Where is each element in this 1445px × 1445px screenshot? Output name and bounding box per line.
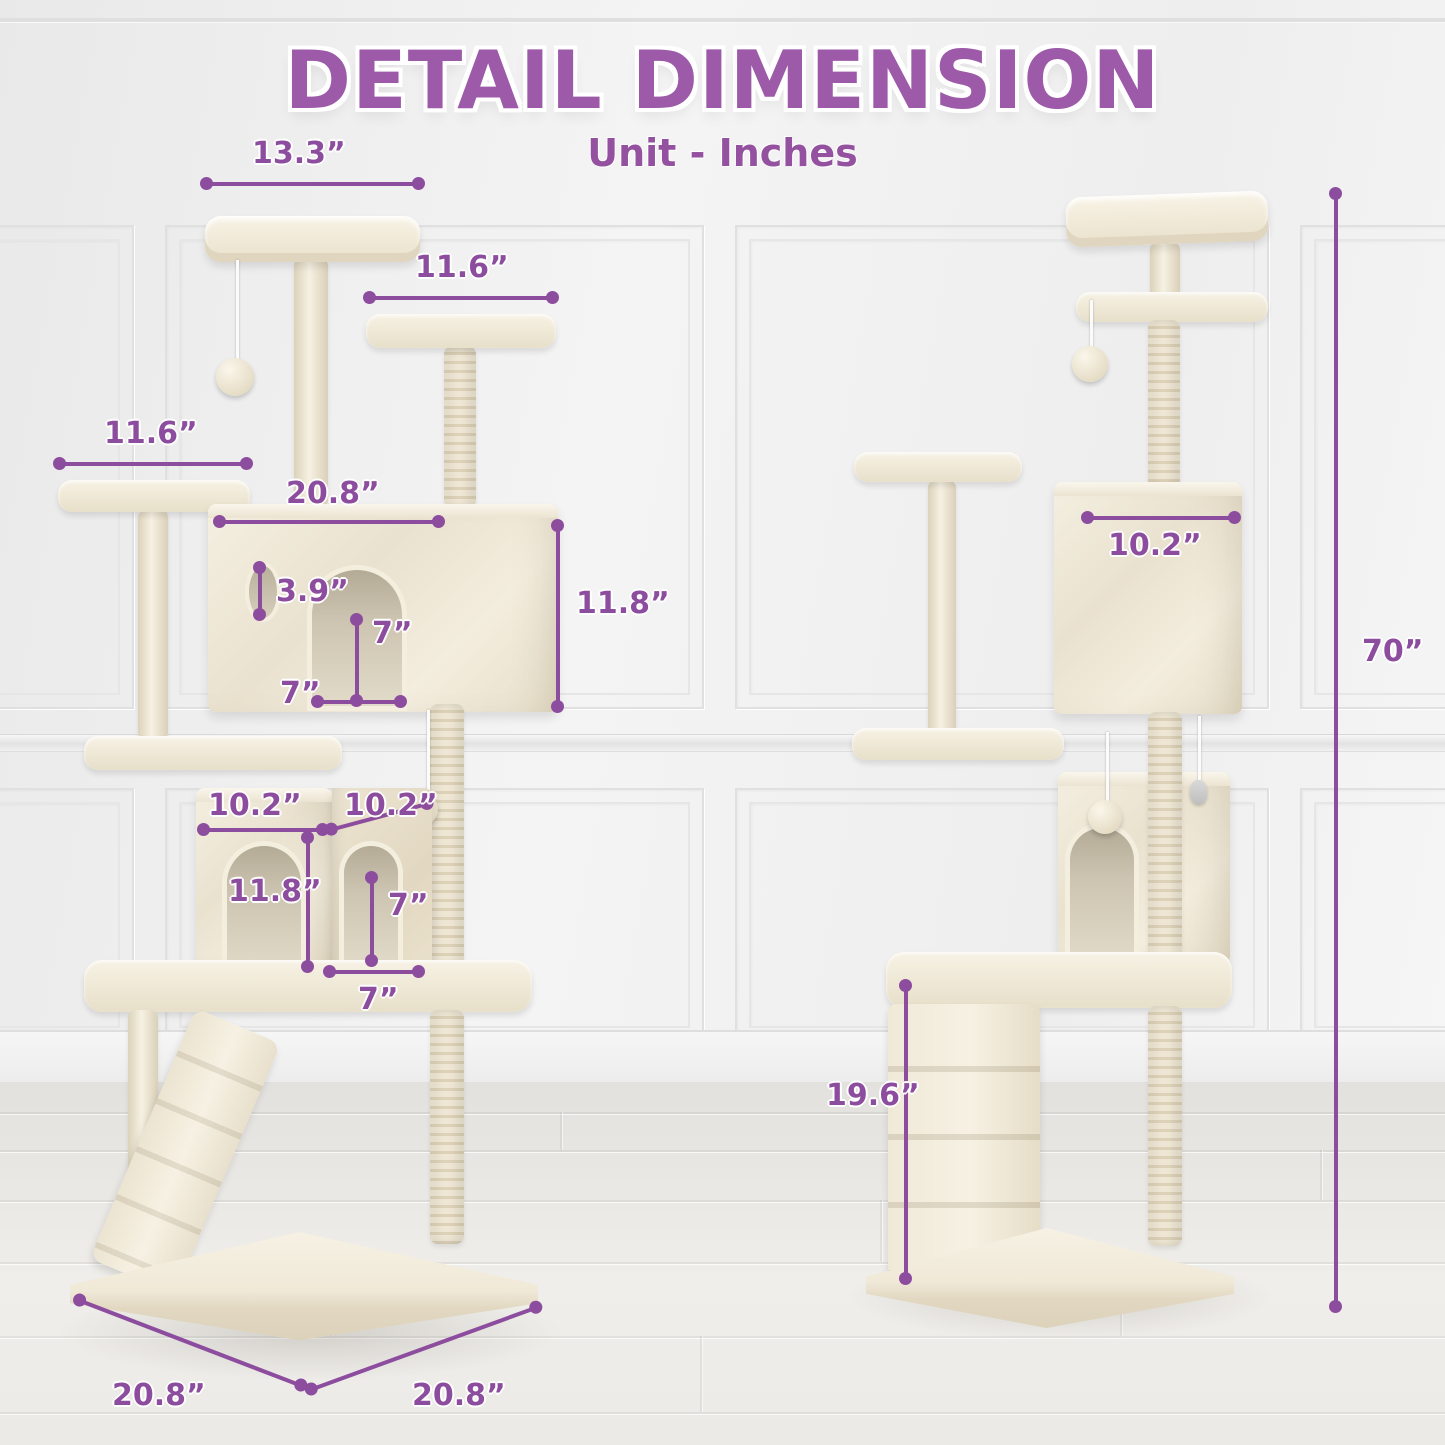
dim-label-upper-condo-height: 11.8” xyxy=(576,586,670,621)
floor-plank-line xyxy=(0,1150,1445,1152)
side-hanging-ball-2 xyxy=(1088,800,1122,834)
dim-label-side-condo-depth: 10.2” xyxy=(1108,528,1202,563)
dim-label-base-depth: 20.8” xyxy=(112,1378,206,1413)
dim-label-base-width: 20.8” xyxy=(412,1378,506,1413)
wall-panel xyxy=(1300,788,1445,1042)
front-hanging-string xyxy=(236,260,239,362)
dim-label-lower-condo-width: 10.2” xyxy=(208,788,302,823)
floor-plank-seam xyxy=(560,1112,562,1150)
floor-plank-line xyxy=(0,1336,1445,1338)
side-middle-shelf xyxy=(852,728,1064,760)
dim-label-side-perch-width: 11.6” xyxy=(104,416,198,451)
dim-line-upper-condo-height xyxy=(551,519,564,713)
floor-plank-seam xyxy=(880,1200,882,1262)
dim-label-total-height: 70” xyxy=(1362,634,1424,669)
dim-line-total-height xyxy=(1329,187,1342,1313)
dim-line-stairs-height xyxy=(899,979,912,1285)
side-hanging-toy xyxy=(1190,780,1207,804)
wall-chair-rail xyxy=(0,734,1445,752)
floor-plank-line xyxy=(0,1412,1445,1414)
dim-label-lower-arch-height: 7” xyxy=(388,888,429,923)
wall-panel xyxy=(1300,225,1445,709)
side-perch-post xyxy=(928,480,956,736)
dim-label-lower-arch-width: 7” xyxy=(358,982,399,1017)
front-lower-condo-doorway xyxy=(227,846,301,974)
front-second-perch-post xyxy=(444,346,476,508)
front-hanging-string-2 xyxy=(427,710,430,796)
dim-line-lower-arch-width xyxy=(323,965,425,978)
dim-line-upper-arch-width xyxy=(311,695,407,708)
dim-label-peephole-height: 3.9” xyxy=(276,574,349,609)
dim-label-upper-arch-width: 7” xyxy=(280,676,321,711)
dim-line-second-perch-width xyxy=(363,291,559,304)
side-hanging-string-2 xyxy=(1106,732,1109,804)
side-lower-condo-doorway xyxy=(1070,828,1134,964)
dim-label-stairs-height: 19.6” xyxy=(826,1078,920,1113)
side-stairs xyxy=(888,1004,1040,1282)
front-side-perch-post xyxy=(138,510,168,740)
front-second-perch xyxy=(366,314,556,348)
page-subtitle: Unit - Inches xyxy=(587,131,858,175)
front-hanging-ball xyxy=(216,358,254,396)
dim-label-upper-arch-height: 7” xyxy=(372,616,413,651)
front-tall-scratching-post-upper xyxy=(430,704,464,966)
side-lower-platform xyxy=(886,952,1232,1008)
side-perch xyxy=(854,452,1022,482)
front-tall-scratching-post-lower xyxy=(430,1010,464,1244)
dim-label-top-perch-width: 13.3” xyxy=(252,136,346,171)
dim-line-upper-condo-width xyxy=(213,515,445,528)
wall-top-molding xyxy=(0,18,1445,22)
front-middle-platform xyxy=(84,736,342,770)
header: DETAIL DIMENSION Unit - Inches xyxy=(0,34,1445,175)
side-second-shelf xyxy=(1076,292,1268,322)
dim-line-side-perch-width xyxy=(53,457,253,470)
dim-line-lower-arch-height xyxy=(365,871,378,967)
side-tall-scratching-post-lower xyxy=(1148,1006,1182,1246)
floor-plank-line xyxy=(0,1200,1445,1202)
floor-plank-seam xyxy=(700,1336,702,1412)
side-top-perch xyxy=(1065,190,1269,248)
side-upper-scratching-post xyxy=(1148,320,1180,488)
floor-plank-line xyxy=(0,1262,1445,1264)
side-hanging-cord xyxy=(1198,716,1201,784)
dim-line-side-condo-depth xyxy=(1081,511,1241,524)
floor-plank-seam xyxy=(1320,1150,1322,1200)
page-title: DETAIL DIMENSION xyxy=(284,34,1161,127)
front-top-perch-post xyxy=(294,258,328,508)
dim-label-upper-condo-width: 20.8” xyxy=(286,476,380,511)
wall-panel xyxy=(0,225,134,709)
dim-label-lower-condo-depth: 10.2” xyxy=(344,788,438,823)
dim-line-peephole-height xyxy=(253,561,266,621)
dim-label-second-perch-width: 11.6” xyxy=(415,250,509,285)
floor-plank-line xyxy=(0,1112,1445,1114)
dim-line-top-perch-width xyxy=(200,177,425,190)
dim-line-lower-condo-height xyxy=(301,831,314,973)
front-top-perch xyxy=(205,216,420,262)
dim-line-upper-arch-height xyxy=(350,613,363,707)
side-tall-scratching-post-upper xyxy=(1148,712,1182,964)
wall-panel xyxy=(735,225,1269,709)
dim-label-lower-condo-height: 11.8” xyxy=(228,874,322,909)
side-hanging-string xyxy=(1090,300,1093,350)
side-hanging-ball xyxy=(1072,346,1108,382)
